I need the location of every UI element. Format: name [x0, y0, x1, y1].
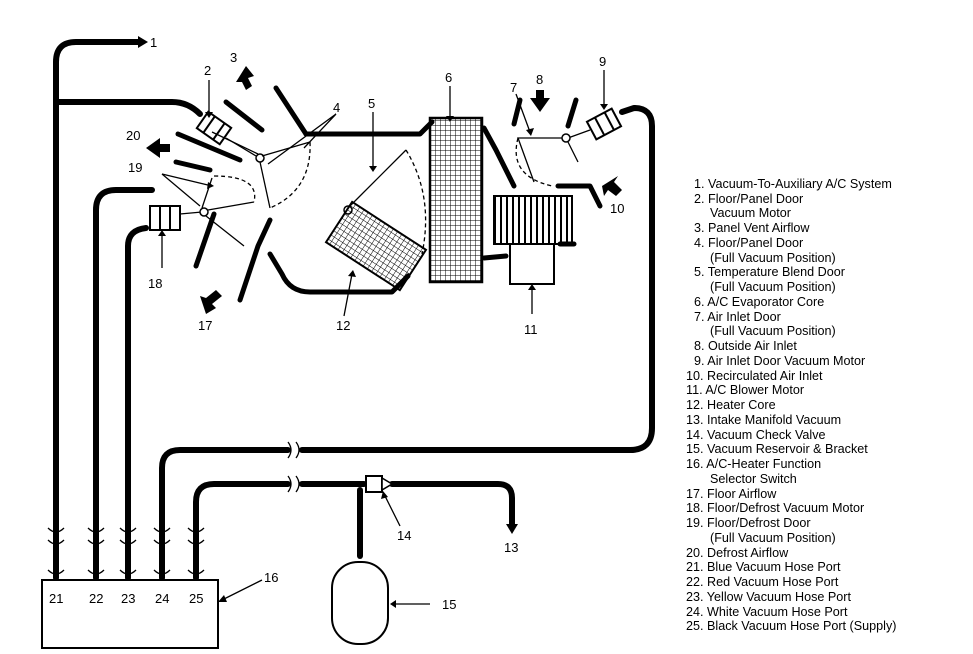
legend-line: 3. Panel Vent Airflow: [694, 221, 810, 235]
port-22-label: 22: [89, 591, 103, 606]
port-couplers: [47, 527, 205, 575]
air-inlet-door: [515, 133, 579, 187]
legend: 1. Vacuum-To-Auxiliary A/C System 2. Flo…: [686, 177, 896, 633]
legend-line: 25. Black Vacuum Hose Port (Supply): [686, 619, 896, 633]
legend-line: 4. Floor/Panel Door: [694, 236, 803, 250]
floor-defrost-vacuum-motor: [149, 205, 203, 231]
callout-15: 15: [442, 597, 456, 612]
port-21-label: 21: [49, 591, 63, 606]
legend-line: 21. Blue Vacuum Hose Port: [686, 560, 841, 574]
legend-line: Vacuum Motor: [710, 206, 791, 220]
ac-blower: [493, 195, 573, 285]
hose-blue-port-21: [53, 39, 141, 581]
legend-line: 12. Heater Core: [686, 398, 776, 412]
port-24-label: 24: [155, 591, 169, 606]
callout-9: 9: [599, 54, 606, 69]
legend-line: 6. A/C Evaporator Core: [694, 295, 824, 309]
callout-18: 18: [148, 276, 162, 291]
callout-16: 16: [264, 570, 278, 585]
legend-line: 7. Air Inlet Door: [694, 310, 781, 324]
legend-line: Selector Switch: [710, 472, 797, 486]
vacuum-reservoir: [331, 561, 389, 645]
legend-line: 14. Vacuum Check Valve: [686, 428, 826, 442]
callout-13: 13: [504, 540, 518, 555]
callout-14: 14: [397, 528, 411, 543]
callout-20: 20: [126, 128, 140, 143]
recirculated-air-arrow: [602, 176, 622, 196]
legend-line: 2. Floor/Panel Door: [694, 192, 803, 206]
port-labels: 21 22 23 24 25: [49, 591, 203, 606]
callout-19: 19: [128, 160, 142, 175]
port-25-label: 25: [189, 591, 203, 606]
callout-1: 1: [150, 35, 157, 50]
legend-line: (Full Vacuum Position): [710, 251, 836, 265]
legend-line: (Full Vacuum Position): [710, 324, 836, 338]
hose-to-floor-panel-motor: [53, 99, 203, 117]
defrost-airflow-arrow: [146, 138, 170, 158]
intake-manifold-arrowhead: [506, 524, 518, 534]
callout-3: 3: [230, 50, 237, 65]
legend-line: (Full Vacuum Position): [710, 280, 836, 294]
callout-10: 10: [610, 201, 624, 216]
vacuum-check-valve: [365, 475, 394, 493]
heater-core: [324, 200, 428, 292]
outside-air-inlet-arrow: [530, 90, 550, 112]
auxiliary-system-arrowhead: [138, 36, 148, 48]
callout-4: 4: [333, 100, 340, 115]
floor-panel-door: [211, 131, 311, 209]
callout-6: 6: [445, 70, 452, 85]
legend-line: 16. A/C-Heater Function: [686, 457, 821, 471]
legend-line: 10. Recirculated Air Inlet: [686, 369, 823, 383]
hose-white-port-24: [159, 105, 655, 581]
legend-line: 13. Intake Manifold Vacuum: [686, 413, 841, 427]
hose-red-port-22: [93, 187, 155, 581]
leader-lines: [158, 70, 608, 608]
legend-line: 22. Red Vacuum Hose Port: [686, 575, 839, 589]
legend-line: 20. Defrost Airflow: [686, 546, 789, 560]
hose-yellow-port-23: [125, 225, 149, 581]
callout-17: 17: [198, 318, 212, 333]
callout-labels: 1 2 3 4 5 6 7 8 9 10 11 12 13 14 15 16 1…: [126, 35, 624, 612]
ac-evaporator-core: [428, 116, 484, 284]
callout-11: 11: [524, 322, 538, 337]
legend-line: 18. Floor/Defrost Vacuum Motor: [686, 501, 864, 515]
callout-2: 2: [204, 63, 211, 78]
hose-break-marks: [287, 441, 300, 493]
floor-defrost-door: [199, 175, 256, 247]
callout-8: 8: [536, 72, 543, 87]
function-selector-switch: [41, 579, 219, 649]
hose-black-port-25: [193, 481, 515, 581]
floor-airflow-arrow: [200, 290, 222, 314]
callout-7: 7: [510, 80, 517, 95]
legend-line: (Full Vacuum Position): [710, 531, 836, 545]
legend-line: 19. Floor/Defrost Door: [686, 516, 811, 530]
hvac-case: [173, 85, 603, 303]
airflow-arrows: [138, 36, 622, 534]
callout-12: 12: [336, 318, 350, 333]
callout-5: 5: [368, 96, 375, 111]
legend-line: 24. White Vacuum Hose Port: [686, 605, 848, 619]
air-inlet-door-vacuum-motor: [567, 107, 623, 141]
legend-line: 8. Outside Air Inlet: [694, 339, 797, 353]
legend-line: 15. Vacuum Reservoir & Bracket: [686, 442, 868, 456]
legend-line: 11. A/C Blower Motor: [686, 383, 804, 397]
panel-vent-airflow-arrow: [236, 66, 254, 90]
legend-line: 5. Temperature Blend Door: [694, 265, 845, 279]
port-23-label: 23: [121, 591, 135, 606]
legend-line: 23. Yellow Vacuum Hose Port: [686, 590, 851, 604]
vacuum-hoses: [53, 39, 655, 581]
legend-line: 9. Air Inlet Door Vacuum Motor: [694, 354, 865, 368]
legend-line: 1. Vacuum-To-Auxiliary A/C System: [694, 177, 892, 191]
legend-line: 17. Floor Airflow: [686, 487, 777, 501]
